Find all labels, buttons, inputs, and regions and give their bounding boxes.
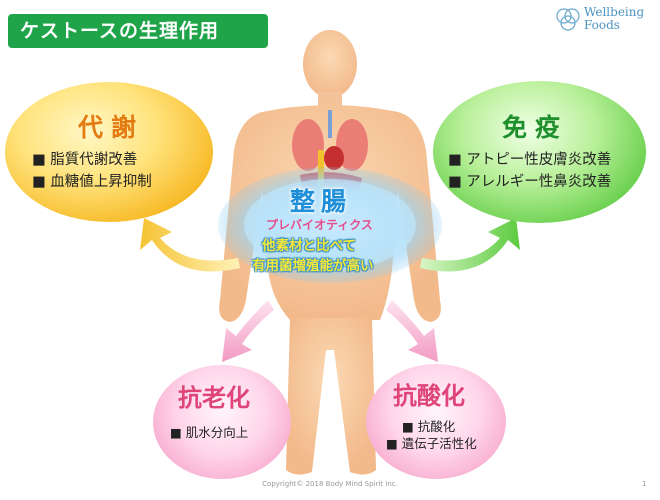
anti-aging-heading: 抗老化	[178, 384, 250, 412]
antioxidant-heading: 抗酸化	[393, 382, 465, 410]
immunity-heading: 免疫	[502, 113, 569, 142]
gut-desc-line2: 有用菌増殖能が高い	[252, 258, 374, 274]
antioxidant-item-1: ■ 抗酸化	[402, 419, 456, 434]
logo-line2: Foods	[584, 18, 620, 32]
page-number: 1	[642, 480, 647, 488]
gut-desc-line1: 他素材と比べて	[262, 238, 356, 254]
immunity-item-2: ■ アレルギー性鼻炎改善	[448, 174, 612, 190]
antioxidant-circle	[366, 364, 506, 479]
gut-subheading: プレバイオティクス	[266, 218, 373, 232]
wellbeing-foods-logo	[556, 8, 580, 31]
immunity-item-1: ■ アトピー性皮膚炎改善	[448, 152, 612, 168]
logo-text: Wellbeing Foods	[584, 6, 644, 32]
gut-heading: 整腸	[290, 187, 353, 216]
immunity-circle	[433, 81, 646, 223]
anti-aging-circle	[153, 365, 291, 479]
metabolism-item-1: ■ 脂質代謝改善	[32, 152, 138, 168]
anti-aging-item-1: ■ 肌水分向上	[170, 425, 249, 440]
metabolism-circle	[5, 82, 213, 222]
logo-line1: Wellbeing	[584, 5, 645, 19]
metabolism-item-2: ■ 血糖値上昇抑制	[32, 174, 152, 190]
slide-title: ケストースの生理作用	[8, 14, 268, 48]
copyright-footer: Copyright© 2018 Body Mind Spirit Inc.	[262, 480, 398, 488]
metabolism-heading: 代謝	[78, 113, 145, 142]
antioxidant-item-2: ■ 遺伝子活性化	[386, 436, 477, 451]
